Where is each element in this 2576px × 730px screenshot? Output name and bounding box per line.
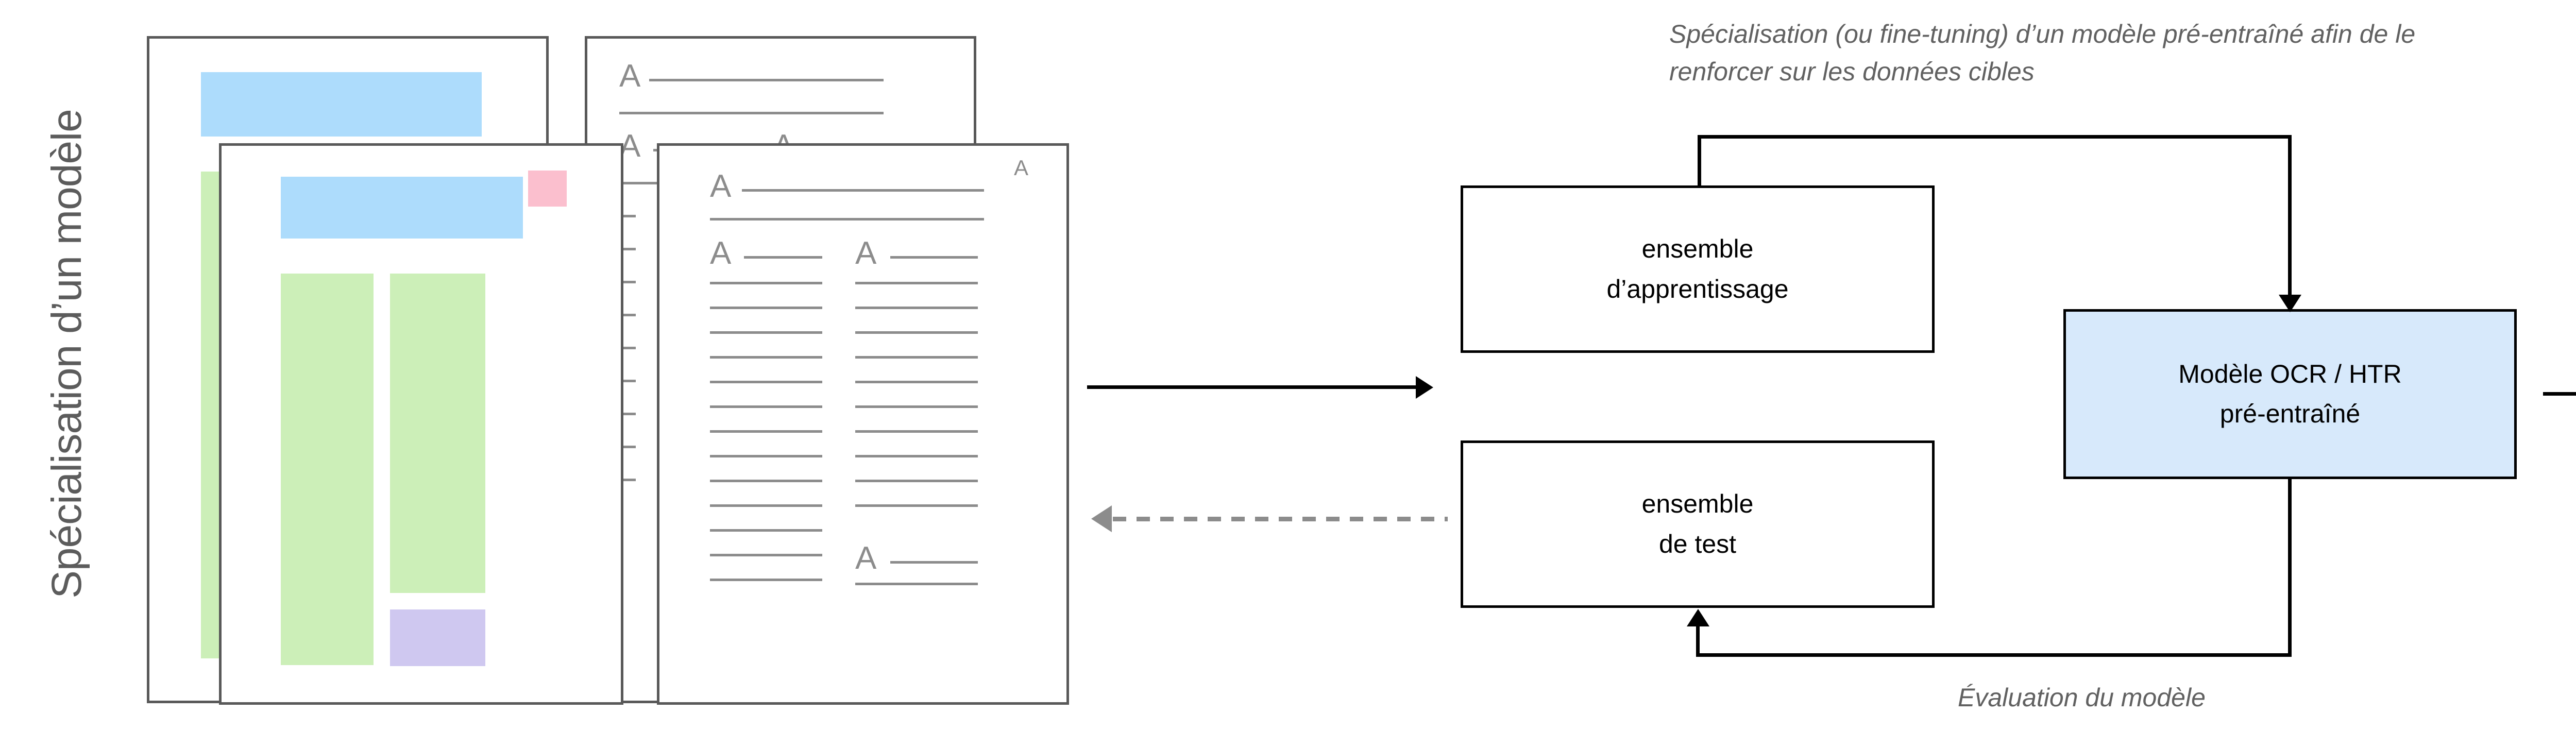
ruled-line bbox=[710, 307, 822, 309]
document-sheet-text-front: A A A A A bbox=[657, 143, 1069, 705]
ruled-line bbox=[855, 356, 978, 359]
arrow-stack-to-training-icon bbox=[1416, 376, 1433, 399]
ruled-line bbox=[619, 347, 636, 349]
ruled-line bbox=[619, 314, 636, 316]
box-pretrained-model-line1: Modèle OCR / HTR bbox=[2178, 359, 2402, 388]
connector-eval-return-run bbox=[1696, 653, 2292, 657]
connector-eval-up-into-test bbox=[1696, 626, 1700, 654]
text-marker-icon: A bbox=[619, 58, 641, 94]
ruled-line bbox=[619, 380, 636, 382]
box-pretrained-model-line2: pré-entraîné bbox=[2219, 399, 2361, 428]
ruled-line bbox=[742, 189, 984, 192]
ruled-line bbox=[710, 282, 822, 284]
box-test-set-line1: ensemble bbox=[1641, 489, 1754, 518]
layout-title-block bbox=[201, 72, 482, 137]
ruled-line bbox=[855, 282, 978, 284]
arrow-into-test-set-icon bbox=[1687, 609, 1709, 626]
figure-side-title: Spécialisation d’un modèle bbox=[43, 109, 90, 599]
connector-stack-to-training bbox=[1087, 385, 1417, 389]
ruled-line bbox=[619, 479, 636, 481]
annotation-top-line1: Spécialisation (ou fine-tuning) d’un mod… bbox=[1669, 20, 2416, 48]
ruled-line bbox=[710, 455, 822, 457]
ruled-line bbox=[710, 480, 822, 482]
ruled-line bbox=[855, 331, 978, 334]
ruled-line bbox=[619, 413, 636, 415]
text-marker-corner-icon: A bbox=[1014, 156, 1029, 180]
ruled-line bbox=[710, 430, 822, 433]
layout-stamp-block bbox=[528, 171, 567, 207]
connector-pretrained-to-specialized bbox=[2543, 392, 2576, 396]
ruled-line bbox=[855, 504, 978, 507]
ruled-line bbox=[890, 561, 978, 564]
ruled-line bbox=[710, 381, 822, 383]
connector-pretrained-bottom-stub bbox=[2288, 478, 2292, 657]
ruled-line bbox=[855, 307, 978, 309]
ruled-line bbox=[855, 583, 978, 585]
text-marker-icon: A bbox=[855, 540, 877, 576]
ruled-line bbox=[710, 356, 822, 359]
arrow-feedback-left-icon bbox=[1091, 505, 1112, 532]
ruled-line bbox=[710, 504, 822, 507]
ruled-line bbox=[710, 405, 822, 408]
layout-text-block-left bbox=[281, 274, 374, 665]
ruled-line bbox=[855, 381, 978, 383]
layout-title-block bbox=[281, 177, 523, 239]
ruled-line bbox=[710, 331, 822, 334]
ruled-line bbox=[855, 430, 978, 433]
ruled-line bbox=[855, 405, 978, 408]
box-training-set-line1: ensemble bbox=[1641, 234, 1754, 263]
ruled-line bbox=[619, 281, 636, 283]
ruled-line bbox=[619, 446, 636, 448]
box-training-set[interactable]: ensemble d’apprentissage bbox=[1461, 185, 1935, 353]
box-training-set-line2: d’apprentissage bbox=[1606, 274, 1789, 303]
text-marker-icon: A bbox=[855, 235, 877, 271]
text-marker-icon: A bbox=[710, 168, 732, 204]
annotation-top: Spécialisation (ou fine-tuning) d’un mod… bbox=[1669, 15, 2576, 90]
ruled-line bbox=[744, 256, 822, 259]
connector-elbow-to-pretrained bbox=[1698, 135, 2292, 139]
arrow-into-pretrained-icon bbox=[2279, 295, 2301, 312]
text-marker-icon: A bbox=[710, 235, 732, 271]
ruled-line bbox=[619, 215, 636, 217]
ruled-line bbox=[619, 112, 884, 114]
ruled-line bbox=[890, 256, 978, 259]
layout-text-block-right bbox=[390, 274, 485, 593]
annotation-top-line2: renforcer sur les données cibles bbox=[1669, 57, 2035, 86]
box-test-set-line2: de test bbox=[1658, 529, 1737, 558]
document-sheet-layout-front bbox=[219, 143, 623, 705]
ruled-line bbox=[649, 79, 884, 81]
ruled-line bbox=[710, 529, 822, 532]
connector-training-top-stub bbox=[1698, 135, 1701, 186]
ruled-line bbox=[710, 579, 822, 581]
annotation-bottom: Évaluation du modèle bbox=[1958, 679, 2421, 717]
connector-feedback-dashed bbox=[1113, 517, 1448, 521]
ruled-line bbox=[710, 218, 984, 220]
ruled-line bbox=[855, 480, 978, 482]
ruled-line bbox=[710, 554, 822, 556]
ruled-line bbox=[855, 455, 978, 457]
box-test-set[interactable]: ensemble de test bbox=[1461, 440, 1935, 608]
box-pretrained-model[interactable]: Modèle OCR / HTR pré-entraîné bbox=[2063, 309, 2517, 479]
layout-accent-block bbox=[390, 609, 485, 666]
connector-drop-into-pretrained bbox=[2288, 135, 2292, 299]
ruled-line bbox=[619, 248, 636, 250]
annotation-bottom-line1: Évaluation du modèle bbox=[1958, 683, 2206, 712]
